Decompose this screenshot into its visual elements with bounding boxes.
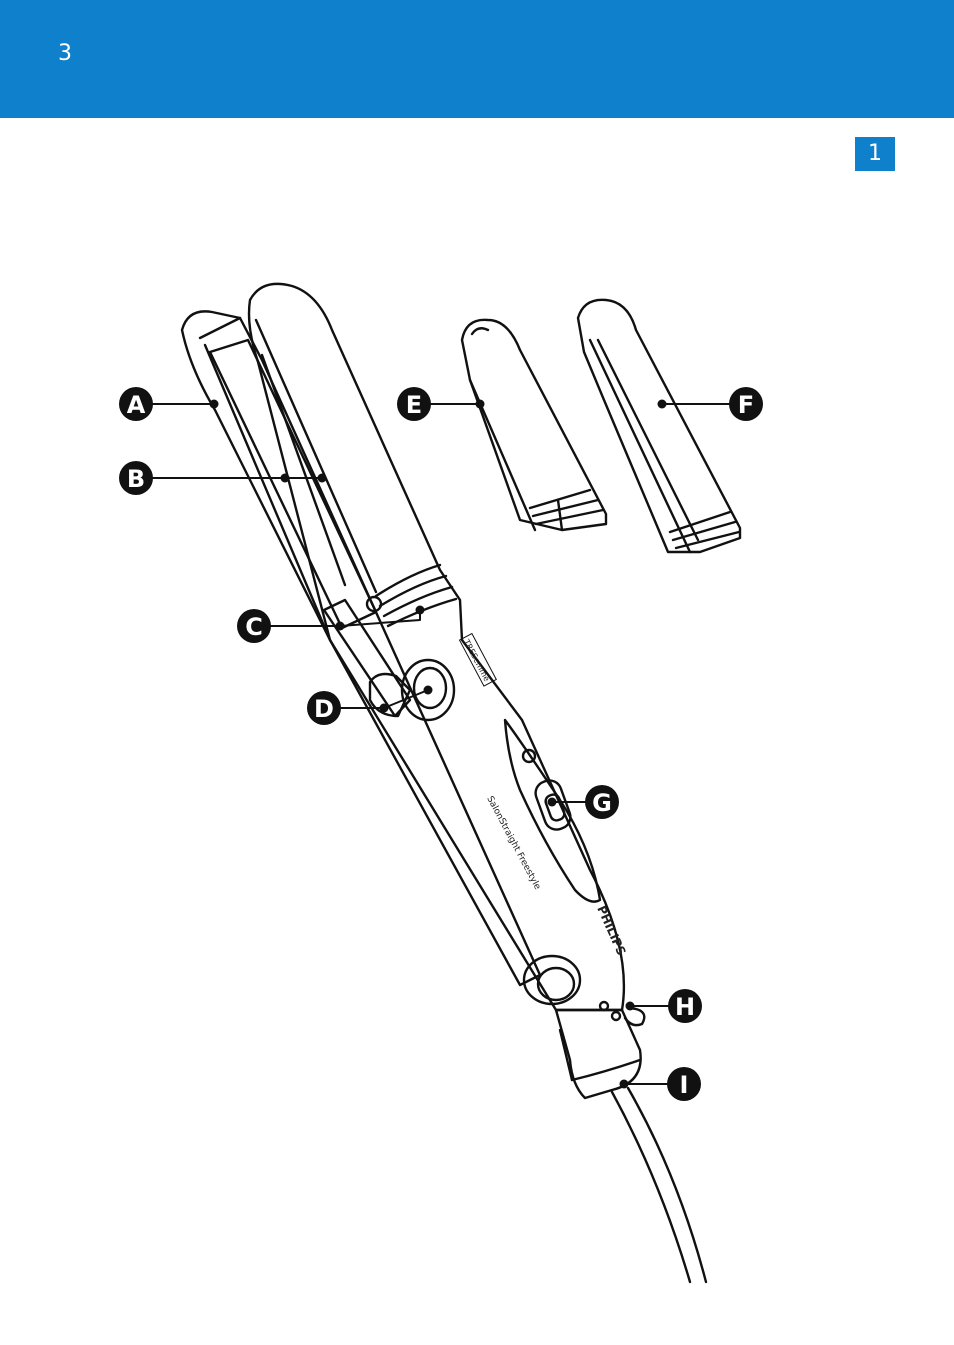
figure-number-badge: 1	[855, 137, 895, 171]
callout-g-letter: G	[592, 789, 612, 817]
callout-i: I	[667, 1067, 701, 1101]
front-arm	[247, 282, 626, 1012]
callout-f: F	[729, 387, 763, 421]
callout-c-letter: C	[245, 613, 263, 641]
callout-b-letter: B	[127, 465, 145, 493]
callout-d: D	[307, 691, 341, 725]
callout-e-letter: E	[406, 391, 422, 419]
callout-h-letter: H	[675, 993, 695, 1021]
callout-f-letter: F	[738, 391, 754, 419]
tresemme-badge: TRESemmé	[458, 632, 497, 687]
temperature-buttons	[368, 658, 456, 722]
model-name-text: SalonStraight Freestyle	[484, 795, 542, 892]
header-bar: 3	[0, 0, 954, 118]
callout-h: H	[668, 989, 702, 1023]
callout-g: G	[585, 785, 619, 819]
cord-right-edge	[626, 1086, 708, 1284]
leader-c	[269, 609, 421, 627]
callout-i-letter: I	[680, 1071, 689, 1099]
callout-e: E	[397, 387, 431, 421]
callout-c: C	[237, 609, 271, 643]
cord-left-edge	[610, 1090, 692, 1284]
back-arm	[180, 310, 542, 987]
swivel-connector	[623, 1006, 646, 1027]
back-heating-plate	[208, 338, 378, 630]
power-switch	[534, 779, 572, 831]
callout-a: A	[119, 387, 153, 421]
cord-cap	[554, 1008, 642, 1100]
callout-d-letter: D	[314, 695, 334, 723]
attachment-f	[576, 298, 742, 554]
brand-logo-text: PHILIPS	[594, 904, 628, 958]
page-number: 3	[58, 41, 72, 66]
callout-b: B	[119, 461, 153, 495]
callout-a-letter: A	[127, 391, 146, 419]
lock-button	[522, 954, 582, 1006]
handle-panel	[503, 718, 602, 903]
